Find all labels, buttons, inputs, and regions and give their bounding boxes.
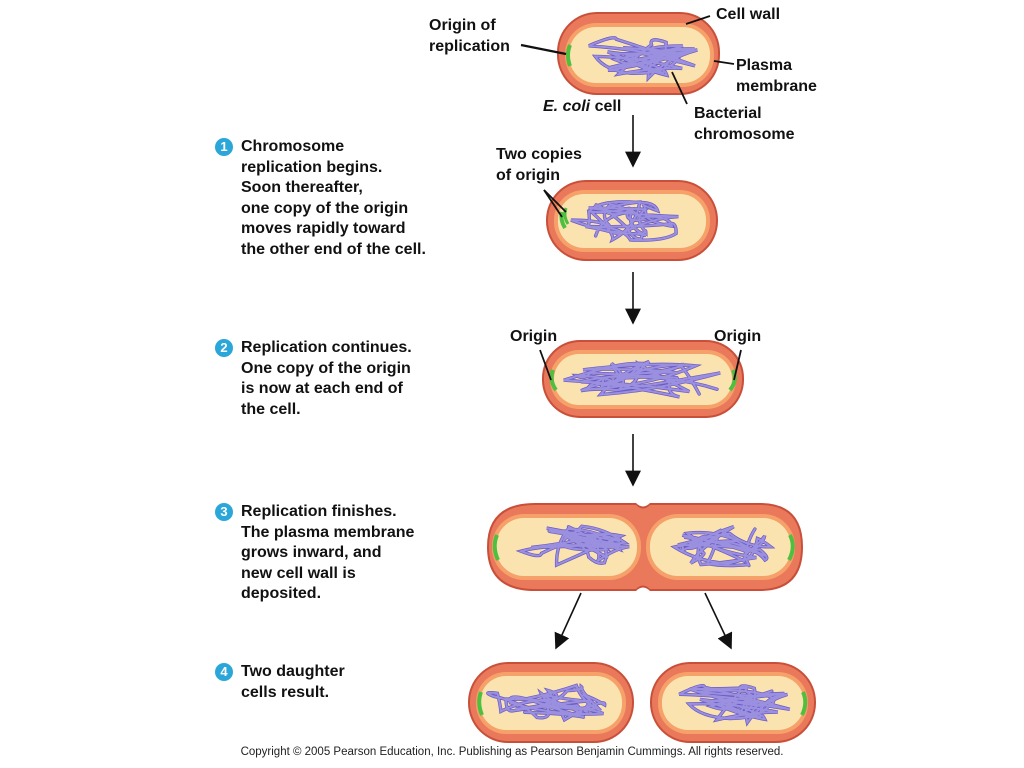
label-ecoli-cell: E. coli cell — [543, 97, 621, 118]
daughter-cell-right — [650, 662, 816, 743]
arrow-split-left — [554, 592, 582, 650]
cell-step-3 — [487, 503, 803, 591]
origin-marker-right — [787, 534, 795, 561]
chromosome-tangle-4b — [678, 684, 791, 727]
label-plasma-membrane: Plasma membrane — [736, 57, 817, 95]
leader-origin — [520, 43, 567, 56]
step-4-badge: 4 — [215, 663, 233, 681]
origin-marker — [566, 44, 572, 67]
chromosome-strand — [487, 684, 606, 722]
chromosome-strand — [588, 36, 698, 81]
label-ecoli-suffix: cell — [590, 98, 622, 115]
chromosome-tangle-3b — [670, 524, 776, 568]
chromosome-strand — [671, 525, 774, 567]
leader-two-copies-a — [543, 189, 563, 218]
step-1-text: Chromosome replication begins. Soon ther… — [241, 138, 426, 258]
label-cell-wall: Cell wall — [716, 6, 781, 23]
step-2-text: Replication continues. One copy of the o… — [241, 339, 412, 418]
origin-marker-left — [492, 534, 500, 561]
cell-step-1 — [546, 180, 718, 261]
cell-step-2 — [542, 340, 744, 418]
chromosome-strand — [563, 360, 721, 398]
step-3-badge: 3 — [215, 503, 233, 521]
step-2-badge: 2 — [215, 339, 233, 357]
label-origin-right: Origin — [714, 328, 762, 345]
bacterial-chromosome-tangle — [588, 36, 698, 83]
label-two-copies-of-origin: Two copies of origin — [496, 146, 582, 184]
label-bacterial-chromosome: Bacterial chromosome — [694, 105, 795, 143]
ecoli-cell — [557, 12, 720, 95]
chromosome-strand — [678, 684, 791, 725]
chromosome-strand — [517, 525, 630, 567]
daughter-cell-left — [468, 662, 634, 743]
leader-origin-right — [733, 349, 742, 381]
origin-marker-left — [549, 369, 558, 392]
origin-marker — [800, 691, 808, 716]
label-ecoli-name: E. coli — [543, 98, 591, 115]
origin-marker-b — [563, 207, 570, 225]
leader-plasma-membrane — [713, 60, 735, 65]
step-3-text: Replication finishes. The plasma membran… — [241, 503, 415, 602]
step-1-badge: 1 — [215, 138, 233, 156]
origin-marker — [477, 691, 484, 716]
chromosome-tangle-4a — [486, 683, 607, 723]
label-origin-left: Origin — [510, 328, 558, 345]
leader-origin-left — [539, 349, 552, 381]
copyright-notice: Copyright © 2005 Pearson Education, Inc.… — [240, 746, 784, 758]
leader-chromosome — [671, 71, 688, 105]
arrow-split-right — [704, 592, 733, 650]
leader-cell-wall — [685, 15, 711, 25]
chromosome-tangle-3a — [515, 524, 630, 568]
chromosome-tangle-1 — [570, 200, 679, 244]
label-origin-of-replication: Origin of replication — [429, 17, 510, 55]
leader-two-copies-b — [543, 189, 567, 213]
origin-marker-a — [559, 211, 567, 230]
chromosome-strand — [570, 200, 679, 242]
chromosome-tangle-2 — [563, 359, 721, 399]
step-4-text: Two daughter cells result. — [241, 663, 345, 701]
